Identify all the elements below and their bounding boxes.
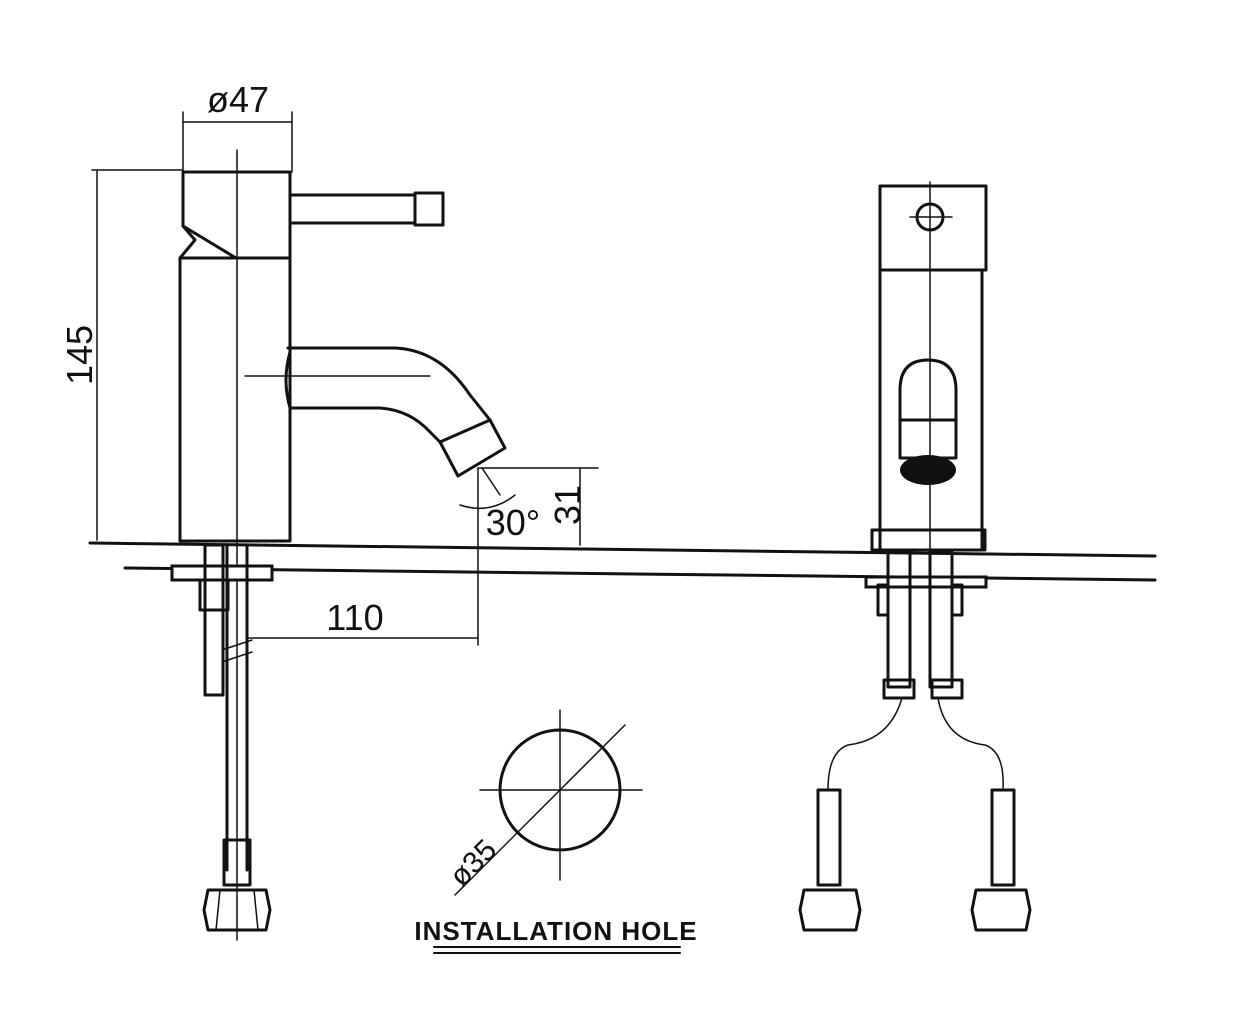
spout-base [284,350,292,410]
front-washer [864,575,988,589]
threaded-stud [203,543,225,697]
dimension-spout-angle: 30° [486,502,540,543]
fitting-nut-left [798,888,862,932]
fitting-left [816,788,842,887]
spout-nozzle [438,418,507,478]
stud-left [876,583,890,617]
fitting-right [990,788,1016,887]
dimension-spout-reach: 110 [326,597,383,638]
spout-upper [286,346,492,422]
fitting-nut-right [970,888,1032,932]
hose-left [827,697,903,791]
faucet-body [178,256,292,543]
supply-tube-right [928,550,954,689]
aerator [900,455,956,485]
countertop-bottom-line [123,566,1157,582]
countertop-top-line [88,541,1157,558]
cartridge-taper [178,224,197,260]
dimension-height: 145 [59,325,100,385]
spout-opening [898,358,958,442]
front-handle-cap [878,184,988,272]
lever-tip [413,191,445,227]
side-view: ø47 145 110 31 30° [59,79,1157,941]
tube-end-left [882,678,916,700]
hose-ferrule [222,838,252,887]
angle-arc [459,494,516,510]
front-body [878,268,984,552]
hose-right [937,697,1004,791]
base-flange [870,528,987,552]
hose-nut-facet [253,889,259,931]
dimension-hole-diameter: ø35 [443,833,503,893]
tube-end-right [930,678,964,700]
hole-diameter-leader [454,724,626,896]
lever-arm [288,193,417,225]
hose-nut [202,888,272,932]
angle-ray [481,467,501,496]
installation-hole: ø35 INSTALLATION HOLE [414,709,697,954]
caption-installation-hole: INSTALLATION HOLE [414,916,697,946]
spout-lower [288,406,442,444]
front-view [798,181,1032,932]
hose-break-marks [221,639,253,663]
dimension-spout-height: 31 [547,485,588,525]
dimension-body-diameter: ø47 [207,79,269,120]
hose-nut-facet [215,889,221,931]
spout-outlet [898,418,958,460]
supply-tube-left [886,550,912,689]
stud-right [950,583,964,617]
